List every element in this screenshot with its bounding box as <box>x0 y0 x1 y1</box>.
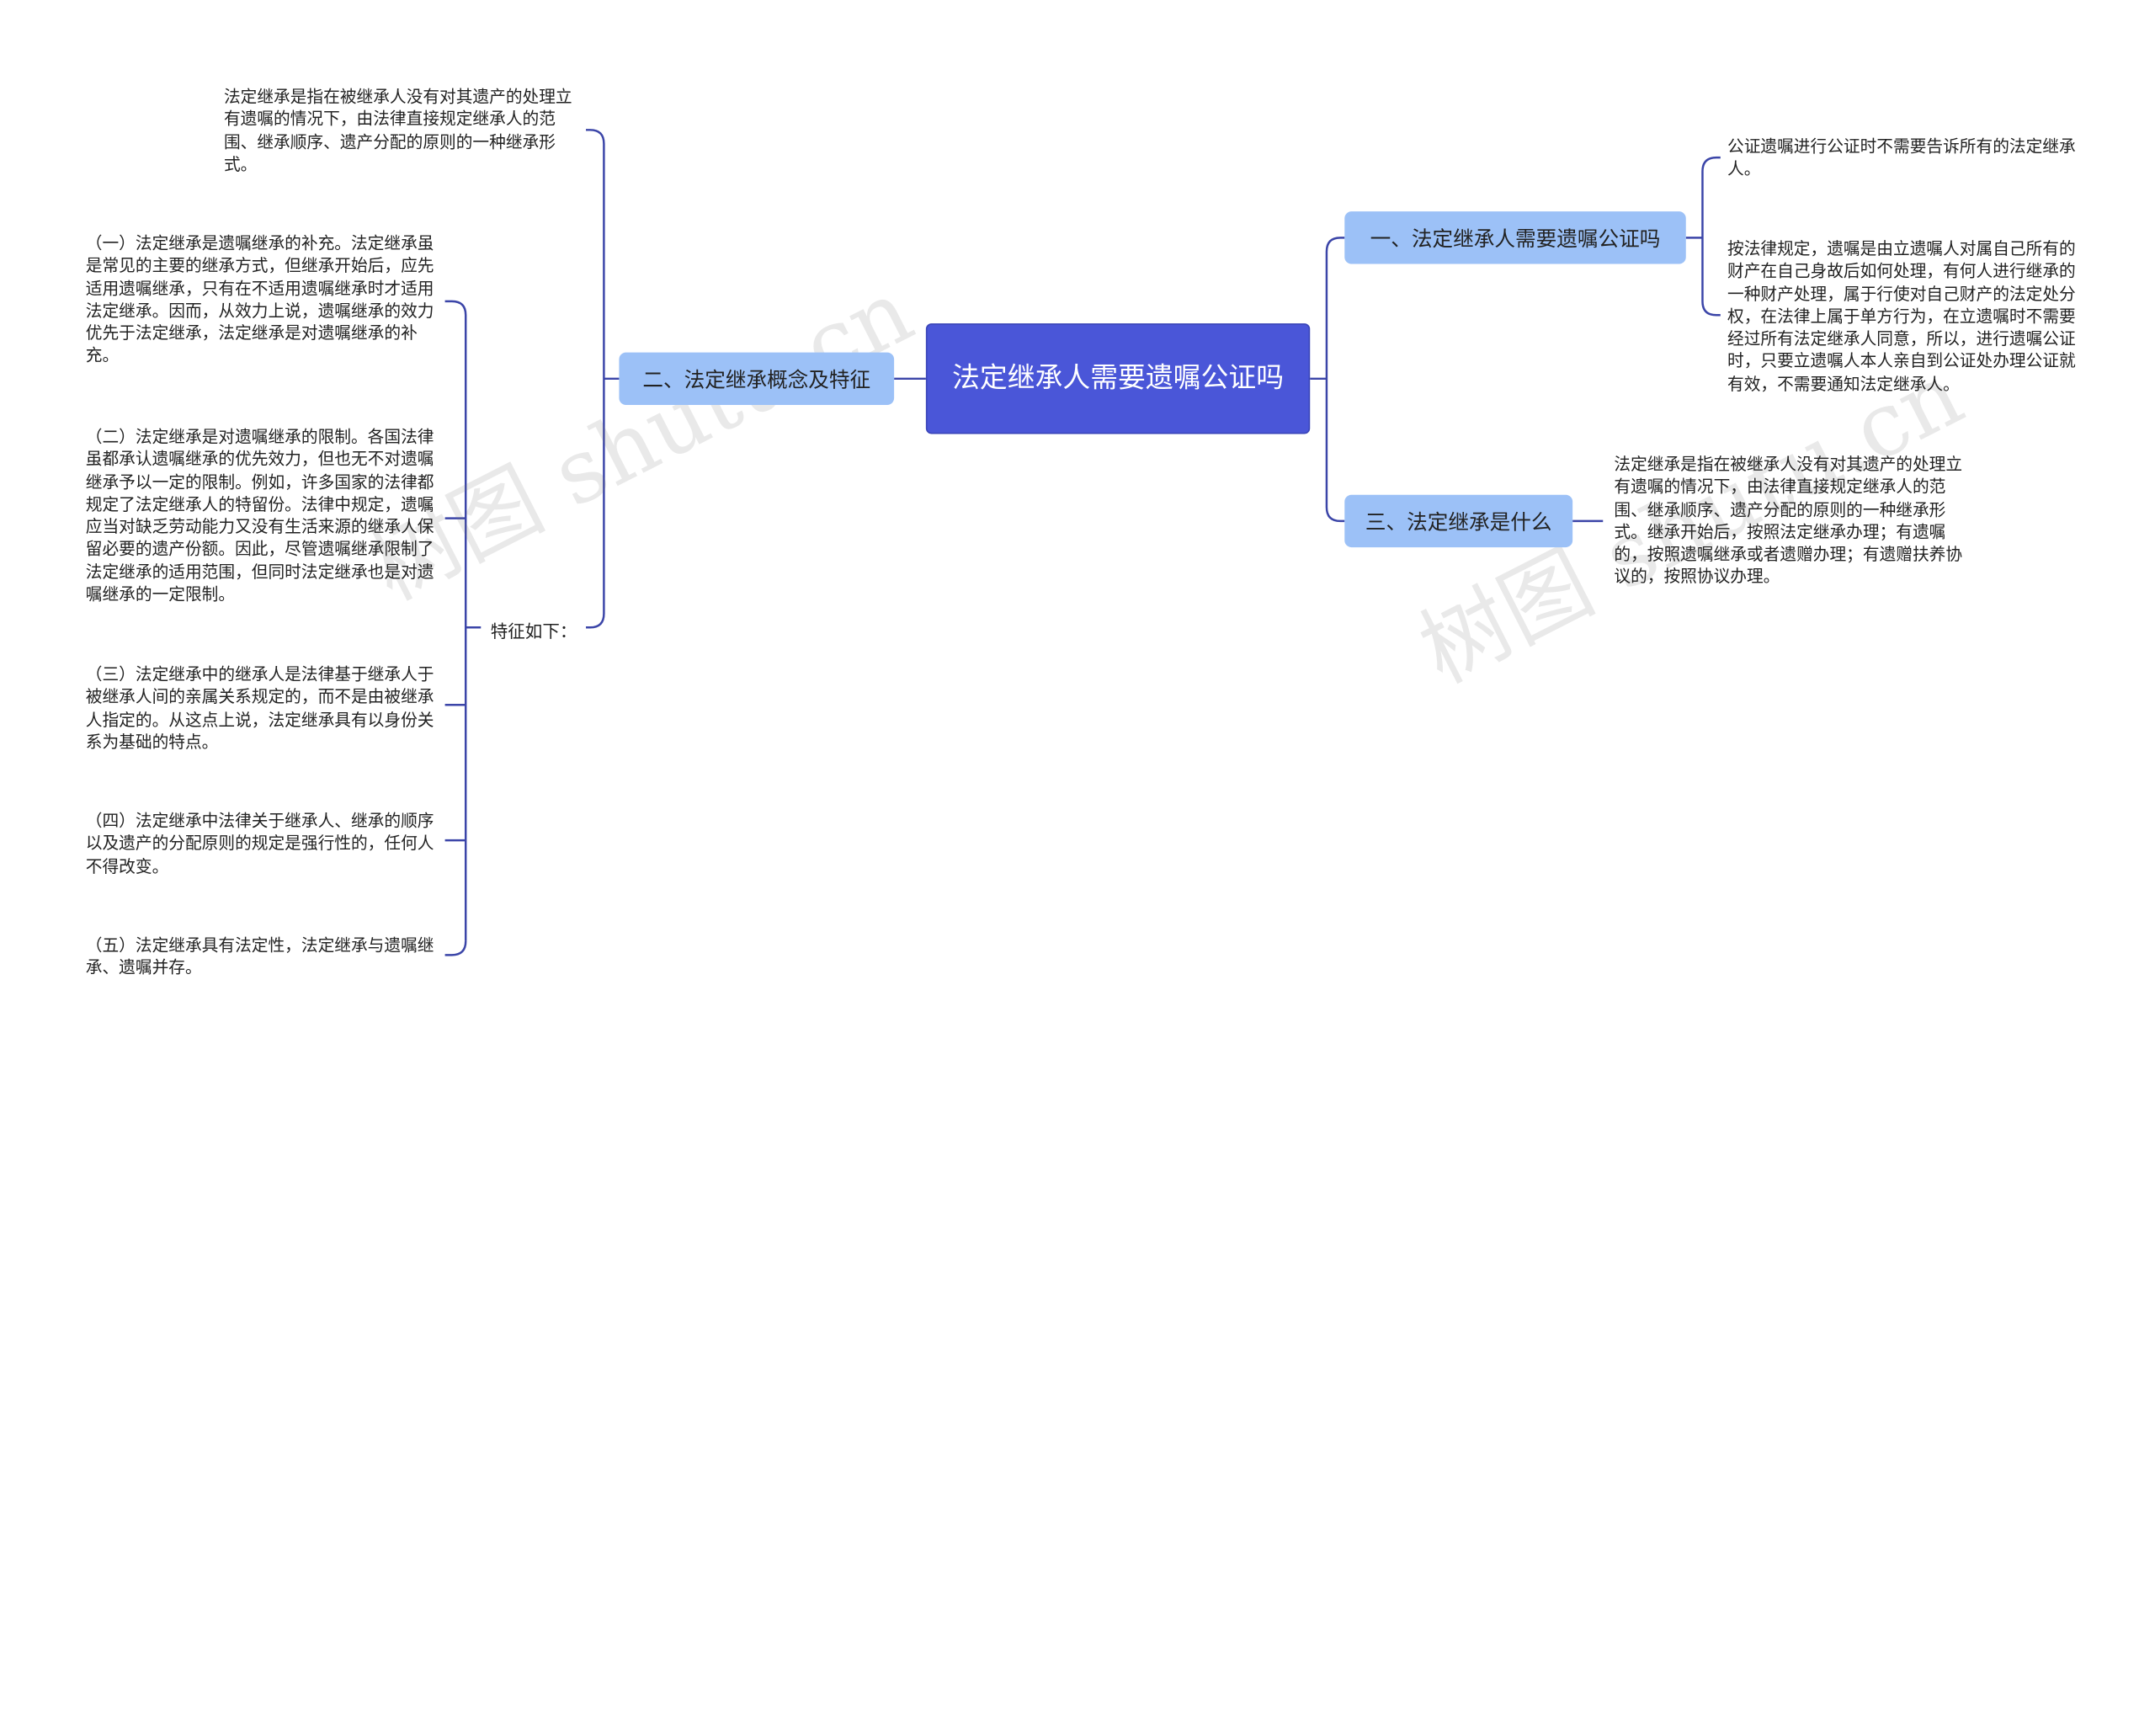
feature-item-1: （一）法定继承是遗嘱继承的补充。法定继承虽是常见的主要的继承方式，但继承开始后，… <box>85 233 434 366</box>
feature-item-5: （五）法定继承具有法定性，法定继承与遗嘱继承、遗嘱并存。 <box>85 935 434 978</box>
branch-concept-features[interactable]: 二、法定继承概念及特征 <box>619 352 895 405</box>
feature-item-2: （二）法定继承是对遗嘱继承的限制。各国法律虽都承认遗嘱继承的优先效力，但也无不对… <box>85 427 434 604</box>
feature-item-3: （三）法定继承中的继承人是法律基于继承人于被继承人间的亲属关系规定的，而不是由被… <box>85 664 434 752</box>
root-topic-label: 法定继承人需要遗嘱公证吗 <box>952 363 1285 394</box>
leaf-statutory-inheritance-definition: 法定继承是指在被继承人没有对其遗产的处理立有遗嘱的情况下，由法律直接规定继承人的… <box>1614 455 1963 587</box>
connector-lines <box>444 129 1721 956</box>
branch-label: 二、法定继承概念及特征 <box>642 368 871 392</box>
leaf-will-legal-provision: 按法律规定，遗嘱是由立遗嘱人对属自己所有的财产在自己身故后如何处理，有何人进行继… <box>1727 238 2076 394</box>
branch-label: 一、法定继承人需要遗嘱公证吗 <box>1370 227 1661 251</box>
branch-what-is-statutory-inheritance[interactable]: 三、法定继承是什么 <box>1344 494 1573 548</box>
branch-need-will-notarization[interactable]: 一、法定继承人需要遗嘱公证吗 <box>1344 211 1686 264</box>
leaf-concept-definition: 法定继承是指在被继承人没有对其遗产的处理立有遗嘱的情况下，由法律直接规定继承人的… <box>223 87 572 174</box>
branch-label: 三、法定继承是什么 <box>1365 510 1552 535</box>
feature-item-4: （四）法定继承中法律关于继承人、继承的顺序以及遗产的分配原则的规定是强行性的，任… <box>85 811 434 876</box>
leaf-notarization-no-notice: 公证遗嘱进行公证时不需要告诉所有的法定继承人。 <box>1727 136 2076 179</box>
features-label: 特征如下： <box>490 621 577 642</box>
root-topic[interactable]: 法定继承人需要遗嘱公证吗 <box>925 323 1311 434</box>
